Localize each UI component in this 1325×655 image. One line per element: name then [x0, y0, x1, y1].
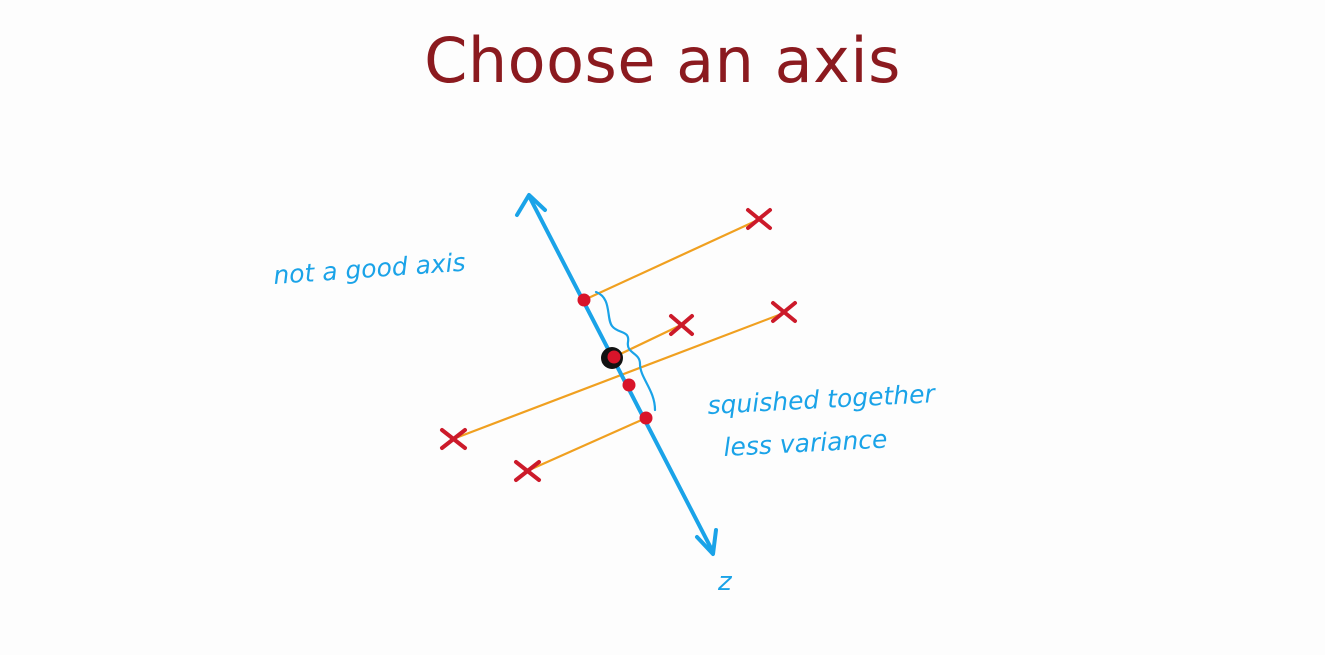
- projected-point: [577, 293, 591, 307]
- z-axis-arrow-bottom-icon: [695, 528, 718, 556]
- x-mark-icon: [746, 208, 772, 230]
- x-mark-icon: [440, 428, 467, 450]
- projected-point: [622, 378, 636, 392]
- projection-line-3: [452, 311, 785, 441]
- projected-points: [577, 293, 653, 425]
- projection-lines: [452, 218, 785, 473]
- z-axis-line: [527, 194, 715, 554]
- data-points: [440, 208, 797, 482]
- z-axis-arrow-top-icon: [515, 193, 547, 217]
- curly-brace-icon: [594, 290, 657, 412]
- slide-title: Choose an axis: [424, 24, 901, 97]
- projection-line-4: [526, 416, 647, 473]
- projected-point: [639, 411, 653, 425]
- right-annotation-line1: squished together: [707, 379, 937, 420]
- right-annotation-line2: less variance: [723, 424, 888, 462]
- x-mark-icon: [514, 460, 541, 482]
- left-annotation: not a good axis: [272, 248, 466, 290]
- x-mark-icon: [771, 301, 797, 323]
- z-axis: [515, 193, 718, 556]
- axis-label-z: z: [717, 567, 733, 597]
- x-mark-icon: [669, 314, 694, 336]
- projected-point: [607, 350, 621, 364]
- projection-line-1: [583, 218, 761, 301]
- projection-line-2: [611, 324, 682, 359]
